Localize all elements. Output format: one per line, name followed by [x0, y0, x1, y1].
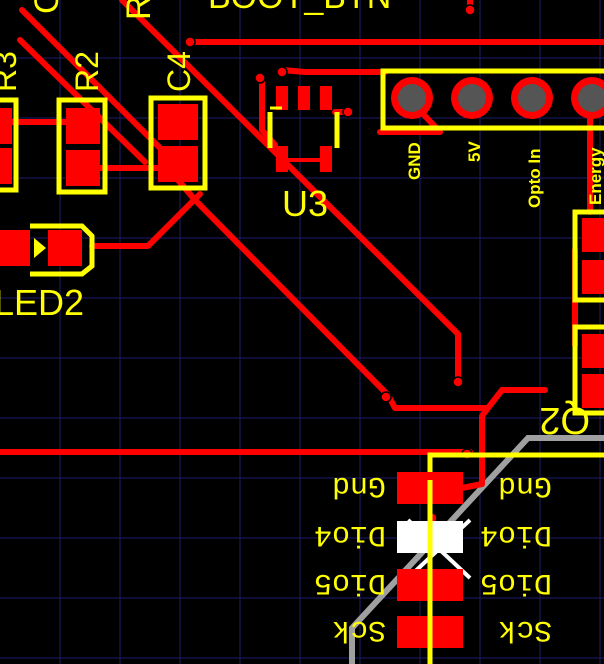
led2-pad-2 [48, 230, 82, 266]
r3-footprint[interactable] [0, 97, 19, 193]
right-comp-2-outline [572, 324, 604, 416]
trace-led2 [89, 191, 203, 249]
right-comp-2-pad-1 [582, 334, 604, 368]
trace-module-gnd [459, 405, 491, 491]
right-edge-footprint[interactable] [572, 209, 604, 416]
module-right-dio5: Dio5 [480, 565, 552, 599]
c4-silk-outline [148, 95, 208, 191]
trace-u3-top [279, 67, 388, 75]
header-connector[interactable] [380, 68, 604, 131]
r2-pad-2 [66, 150, 100, 186]
led2-silk-outline [30, 223, 95, 277]
c4-pad-1 [158, 104, 198, 140]
module-footprint[interactable] [397, 452, 604, 664]
label-r3: R3 [0, 51, 23, 92]
label-c4: C4 [161, 51, 197, 92]
via-2 [464, 4, 476, 16]
r3-pad-2 [0, 148, 12, 184]
module-left-dio5: Dio5 [314, 565, 386, 599]
header-pin-gnd[interactable] [391, 77, 433, 119]
header-label-energy: Energy [586, 147, 604, 205]
c4-pad-2 [158, 146, 198, 182]
led2-pad-1 [0, 230, 30, 266]
header-label-5v: 5V [465, 141, 484, 162]
header-label-opto-in: Opto In [525, 149, 544, 208]
trace-diagonal-1 [19, 7, 163, 151]
module-right-gnd: Gnd [498, 468, 552, 502]
r3-pad-1 [0, 108, 12, 144]
trace-long-diag [119, 0, 461, 383]
selection-cross-b [406, 518, 472, 580]
header-pin-5v[interactable] [451, 77, 493, 119]
via-6 [452, 376, 464, 388]
label-boot-btn: BOOT_BTN [208, 0, 391, 16]
led2-polarity-mark [34, 238, 46, 258]
module-labels-right: Gnd Dio4 Dio5 Sck [480, 468, 552, 646]
header-label-gnd: GND [405, 142, 424, 180]
label-led2: LED2 [0, 282, 84, 323]
label-q2: Q2 [539, 399, 590, 441]
c4-footprint[interactable] [148, 95, 208, 191]
module-right-dio4: Dio4 [480, 517, 552, 551]
u3-footprint[interactable] [267, 86, 340, 172]
right-comp-1-pad-1 [582, 218, 604, 252]
via-5 [342, 106, 354, 118]
via-1 [184, 36, 196, 48]
header-silk-outline [380, 68, 604, 131]
module-right-sck: Sck [498, 612, 552, 646]
u3-pad-4 [276, 146, 288, 172]
u3-pad-2 [298, 86, 310, 110]
module-left-gnd: Gnd [332, 468, 386, 502]
via-4 [254, 72, 266, 84]
header-pin-energy[interactable] [571, 77, 604, 119]
module-labels-left: Gnd Dio4 Dio5 Sck [314, 468, 386, 646]
label-u3: U3 [282, 183, 328, 224]
via-7 [380, 391, 392, 403]
label-r2: R2 [69, 51, 105, 92]
module-left-sck: Sck [332, 612, 386, 646]
r2-footprint[interactable] [56, 97, 108, 195]
right-comp-2-pad-2 [582, 374, 604, 408]
u3-pad-3 [320, 86, 332, 110]
right-comp-1-pad-2 [582, 260, 604, 294]
r2-pad-1 [66, 108, 100, 144]
label-r-partial: R [120, 0, 158, 20]
module-left-dio4: Dio4 [314, 517, 386, 551]
r3-silk-outline [0, 97, 19, 193]
via-3 [276, 66, 288, 78]
r2-silk-outline [56, 97, 108, 195]
header-pin-opto-in[interactable] [511, 77, 553, 119]
led2-footprint[interactable] [0, 223, 95, 277]
right-comp-1-outline [572, 209, 604, 303]
u3-pad-1 [276, 86, 288, 110]
label-c-partial: C [28, 0, 66, 14]
u3-pad-5 [320, 146, 332, 172]
